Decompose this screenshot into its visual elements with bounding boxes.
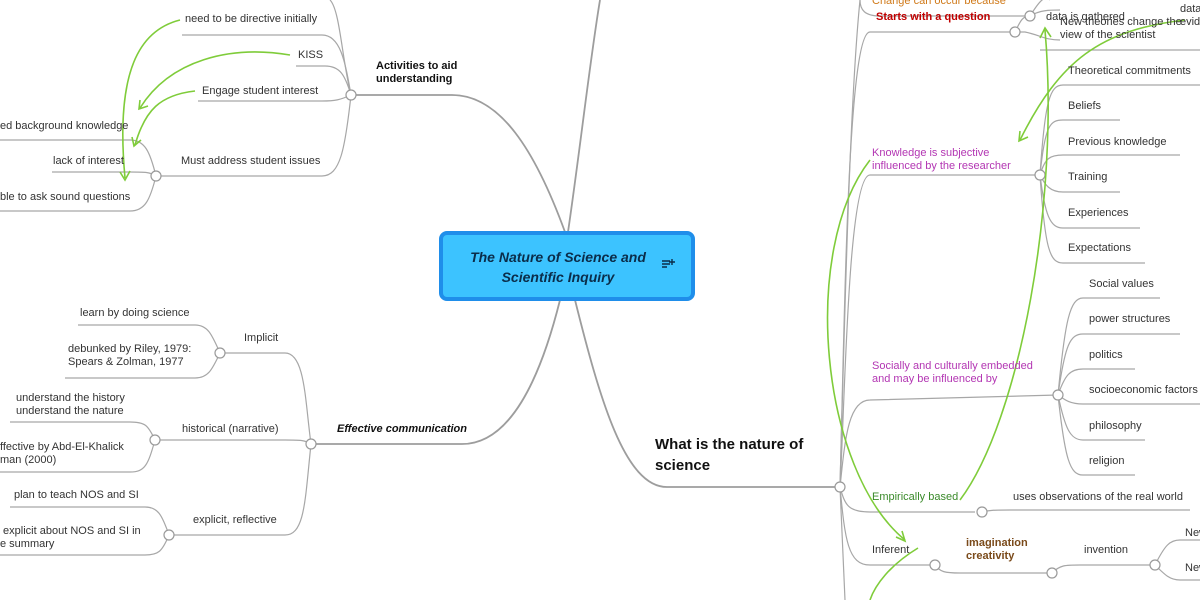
node-questions[interactable]: ble to ask sound questions (0, 191, 131, 203)
knob-empirical (976, 506, 988, 518)
node-social-values[interactable]: Social values (1089, 278, 1154, 290)
node-implicit[interactable]: Implicit (244, 332, 279, 344)
node-plan[interactable]: plan to teach NOS and SI (14, 489, 139, 501)
node-experiences[interactable]: Experiences (1068, 207, 1129, 219)
node-empirical[interactable]: Empirically based (872, 491, 959, 503)
node-data-gathered[interactable]: data is gathered (1046, 11, 1125, 23)
node-interest[interactable]: lack of interest (53, 155, 124, 167)
topic-activities[interactable]: Activities to aid understanding (376, 60, 458, 85)
central-topic[interactable]: The Nature of Science and Scientific Inq… (439, 231, 695, 301)
node-debunked[interactable]: debunked by Riley, 1979: Spears & Zolman… (68, 343, 192, 368)
node-starts-with-question[interactable]: Starts with a question (876, 11, 991, 23)
node-beliefs[interactable]: Beliefs (1068, 100, 1102, 112)
relation-arrow-directive (122, 19, 181, 179)
notes-icon[interactable] (661, 259, 675, 271)
connector-main-topic (574, 299, 840, 488)
knob-activities (345, 89, 357, 101)
node-kiss[interactable]: KISS (298, 49, 324, 61)
node-training[interactable]: Training (1068, 171, 1108, 183)
node-imagination[interactable]: imagination creativity (966, 537, 1028, 562)
connector-activities (351, 94, 566, 233)
node-social[interactable]: Socially and culturally embedded and may… (872, 360, 1033, 385)
topic-nature-of-science[interactable]: What is the nature of science (655, 436, 804, 474)
node-religion[interactable]: religion (1089, 455, 1125, 467)
node-data[interactable]: data (1180, 3, 1200, 15)
node-learn-by-doing[interactable]: learn by doing science (80, 307, 190, 319)
node-change[interactable]: Change can occur because (872, 0, 1006, 7)
node-summary[interactable]: explicit about NOS and SI in e summary (0, 525, 141, 550)
knob-implicit (214, 347, 226, 359)
knob-historical (149, 434, 161, 446)
node-socioeconomic[interactable]: socioeconomic factors (1089, 384, 1198, 396)
node-abd-el-khalick[interactable]: ffective by Abd-El-Khalick man (2000) (0, 441, 124, 466)
node-inferent[interactable]: Inferent (872, 544, 910, 556)
relation-arrow-inferent (869, 547, 919, 600)
knob-social (1052, 389, 1064, 401)
node-historical[interactable]: historical (narrative) (182, 423, 279, 435)
node-politics[interactable]: politics (1089, 349, 1123, 361)
node-commitments[interactable]: Theoretical commitments (1068, 65, 1191, 77)
knob-imagination (1046, 567, 1058, 579)
relation-arrow-kiss (139, 51, 291, 109)
connector-communication (311, 299, 561, 445)
knob-gathered (1009, 26, 1021, 38)
central-topic-title: The Nature of Science and Scientific Inq… (470, 249, 646, 285)
node-previous[interactable]: Previous knowledge (1068, 136, 1167, 148)
knob-issues (150, 170, 162, 182)
node-expectations[interactable]: Expectations (1068, 242, 1131, 254)
relation-arrow-empirical (959, 29, 1049, 501)
node-issues[interactable]: Must address student issues (181, 155, 321, 167)
node-engage[interactable]: Engage student interest (202, 85, 319, 97)
topic-communication[interactable]: Effective communication (337, 423, 467, 435)
connector-top (567, 0, 601, 233)
knob-communication (305, 438, 317, 450)
node-new-2[interactable]: New (1185, 562, 1200, 574)
knob-main-topic (834, 481, 846, 493)
knob-invention (1149, 559, 1161, 571)
node-invention[interactable]: invention (1084, 544, 1129, 556)
node-new-1[interactable]: New (1185, 527, 1200, 539)
relation-arrow-engage (134, 90, 196, 146)
node-new-theories[interactable]: New theories change the view of the scie… (1060, 16, 1182, 41)
knob-inferent (929, 559, 941, 571)
knob-question (1024, 10, 1036, 22)
node-directive[interactable]: need to be directive initially (185, 13, 318, 25)
node-explicit[interactable]: explicit, reflective (193, 514, 277, 526)
node-power[interactable]: power structures (1089, 313, 1171, 325)
node-history[interactable]: understand the history understand the na… (16, 392, 125, 417)
knob-explicit (163, 529, 175, 541)
relation-arrow-theories (1019, 19, 1186, 141)
node-observations[interactable]: uses observations of the real world (1013, 491, 1183, 503)
node-subjective[interactable]: Knowledge is subjective influenced by th… (872, 147, 1011, 172)
knob-subjective (1034, 169, 1046, 181)
node-evid[interactable]: evid (1180, 16, 1200, 28)
node-philosophy[interactable]: philosophy (1089, 420, 1142, 432)
node-background[interactable]: ed background knowledge (0, 120, 129, 132)
relation-arrow-subjective (826, 159, 906, 541)
